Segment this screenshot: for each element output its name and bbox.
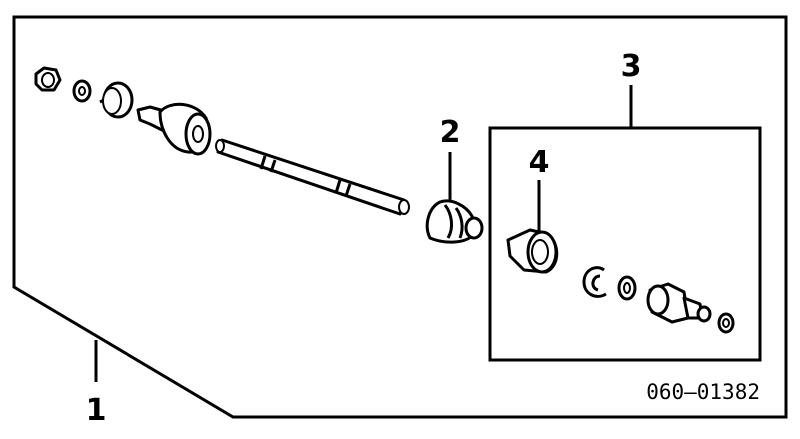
dust-seal-ring bbox=[99, 81, 134, 119]
callout-3: 3 bbox=[621, 49, 642, 84]
axle-shaft bbox=[215, 138, 410, 216]
callout-4: 4 bbox=[529, 145, 550, 180]
callout-2: 2 bbox=[440, 115, 461, 150]
circlip bbox=[717, 312, 735, 334]
snap-ring bbox=[582, 266, 607, 298]
inner-boot bbox=[425, 199, 484, 244]
kit-box bbox=[488, 126, 762, 362]
outer-frame bbox=[12, 15, 788, 419]
figure-code: 060–01382 bbox=[646, 380, 760, 404]
outer-cv-joint bbox=[136, 102, 212, 156]
callout-1: 1 bbox=[86, 393, 107, 428]
tripod-joint bbox=[646, 282, 712, 324]
o-ring bbox=[617, 275, 637, 301]
washer bbox=[72, 79, 92, 103]
hex-nut bbox=[34, 66, 62, 92]
inner-joint-housing bbox=[506, 228, 559, 274]
